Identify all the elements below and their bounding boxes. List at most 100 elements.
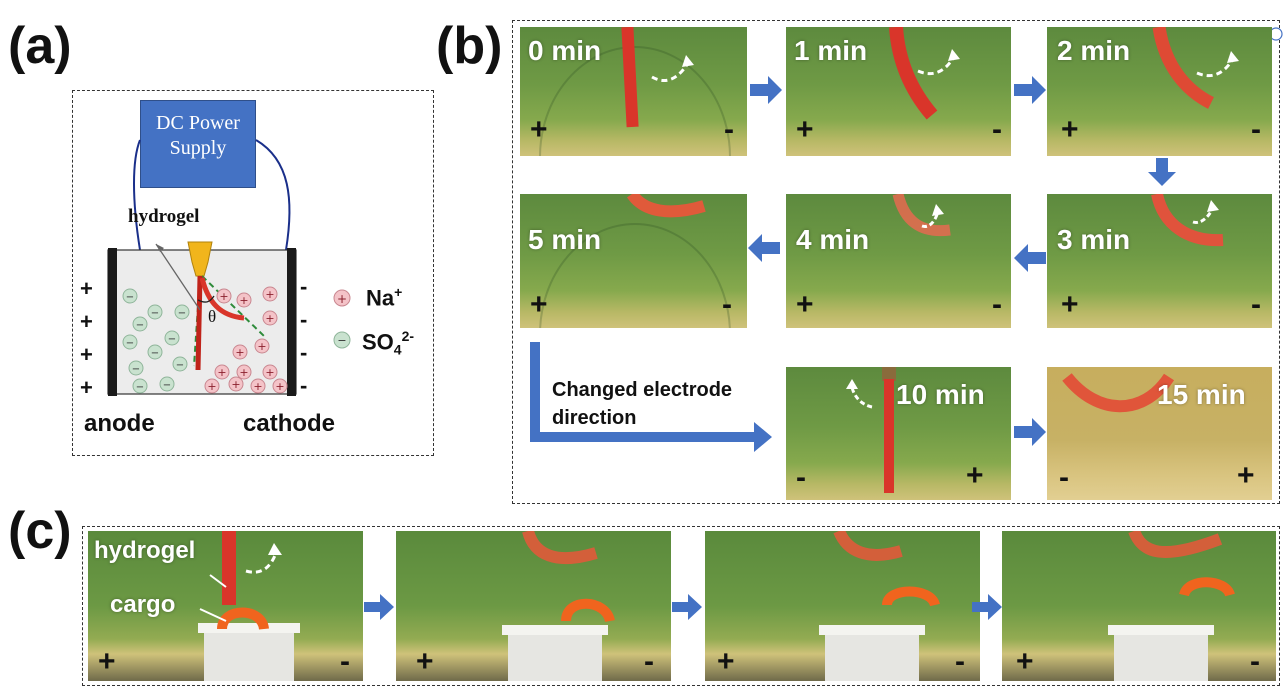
frame-right-sign: -	[1251, 288, 1261, 321]
frame-2min: 2 min + -	[1047, 27, 1272, 156]
bent-reference-line	[201, 275, 265, 337]
frame-time-label: 10 min	[896, 379, 985, 410]
cargo-frame-2: + -	[396, 531, 671, 681]
arrow-4-to-5	[748, 234, 780, 262]
svg-text:+: +	[253, 380, 262, 393]
power-supply-line1: DC Power	[156, 112, 240, 134]
panel-b-arrows	[530, 76, 1176, 452]
svg-text:+: +	[275, 380, 284, 393]
frame-left-sign: +	[796, 113, 814, 146]
svg-text:−: −	[178, 308, 186, 319]
hydrogel-label-a: hydrogel	[128, 206, 200, 227]
cathode-label: cathode	[243, 410, 336, 437]
svg-text:+: +	[265, 288, 274, 301]
panel-b-box	[512, 20, 1280, 504]
svg-text:−: −	[151, 348, 159, 359]
frame-right-sign: -	[724, 113, 734, 146]
power-supply-line2: Supply	[169, 137, 227, 159]
legend-na-sign: +	[337, 292, 347, 306]
dc-power-supply-box: DC Power Supply	[140, 100, 256, 188]
arrow-1-to-2	[1014, 76, 1046, 104]
cathode-electrode	[287, 248, 296, 396]
cathode-signs: ----	[300, 274, 308, 398]
frame-time-label: 0 min	[528, 35, 602, 66]
frame-time-label: 4 min	[796, 224, 870, 255]
svg-text:−: −	[126, 338, 134, 349]
frame-right-sign: +	[1237, 459, 1255, 492]
arrow-0-to-1	[750, 76, 782, 104]
panel-b-label: (b)	[436, 17, 503, 75]
svg-text:+: +	[231, 378, 240, 391]
svg-text:+: +	[207, 380, 216, 393]
frame-1min: 1 min + -	[786, 27, 1011, 156]
svg-text:+: +	[265, 312, 274, 325]
sulfate-ions	[122, 288, 190, 394]
frame-right-sign: -	[992, 288, 1002, 321]
legend-so4-label: SO42-	[362, 328, 415, 358]
frame-left-sign: -	[796, 461, 806, 494]
theta-label: θ	[208, 307, 217, 326]
frame-right-sign: -	[955, 645, 965, 678]
legend-na-ion	[333, 289, 351, 307]
svg-text:−: −	[126, 292, 134, 303]
svg-text:+: +	[239, 294, 248, 307]
frame-right-sign: -	[340, 645, 350, 678]
cargo-arrow-2	[672, 594, 702, 620]
svg-text:−: −	[132, 364, 140, 375]
hydrogel-clamp	[187, 241, 213, 277]
legend-so4-ion	[333, 331, 351, 349]
cargo-frame-4: + -	[1002, 531, 1276, 681]
panel-a-label: (a)	[8, 17, 72, 75]
svg-text:−: −	[136, 382, 144, 393]
direction-arrow-horizontal	[530, 422, 772, 452]
cargo-frame-1: hydrogel cargo + -	[88, 531, 363, 681]
changed-direction-label: Changed electrode direction	[552, 379, 733, 429]
frame-left-sign: +	[1016, 645, 1034, 678]
frame-left-sign: +	[98, 645, 116, 678]
frame-left-sign: +	[717, 645, 735, 678]
hydrogel-label-c: hydrogel	[94, 537, 196, 564]
arrow-10-to-15	[1014, 418, 1046, 446]
frame-10min: 10 min - +	[786, 367, 1011, 500]
frame-5min: 5 min + -	[520, 194, 747, 328]
cargo-frame-3: + -	[705, 531, 980, 681]
sodium-ion-signs: +++ +++ +++ +++ +	[207, 288, 284, 393]
frame-left-sign: +	[1061, 113, 1079, 146]
anode-wire	[133, 139, 141, 251]
svg-text:+: +	[217, 366, 226, 379]
frame-3min: 3 min + -	[1047, 194, 1272, 328]
panel-c-box	[82, 526, 1280, 686]
frame-right-sign: -	[722, 288, 732, 321]
svg-text:+: +	[239, 366, 248, 379]
anode-signs: ++++	[80, 276, 93, 400]
electrolysis-diagram: −−− −−− −−− −− +++ +++ +++ +++ + + −	[107, 139, 351, 396]
hydrogel-bent	[199, 277, 245, 321]
svg-text:−: −	[151, 308, 159, 319]
cathode-wire	[255, 139, 291, 251]
angle-arc	[197, 295, 215, 303]
sodium-ions	[204, 286, 288, 394]
frame-left-sign: +	[530, 113, 548, 146]
frame-left-sign: +	[416, 645, 434, 678]
pointer-arrowhead	[156, 244, 164, 252]
frame-right-sign: -	[992, 113, 1002, 146]
legend-na-label: Na+	[366, 284, 403, 311]
frame-left-sign: +	[796, 288, 814, 321]
svg-text:+: +	[219, 290, 228, 303]
panel-c-label: (c)	[8, 502, 72, 560]
anode-label: anode	[84, 410, 155, 437]
frame-right-sign: -	[1251, 113, 1261, 146]
svg-text:−: −	[136, 320, 144, 331]
anode-electrode	[108, 248, 117, 396]
frame-time-label: 2 min	[1057, 35, 1131, 66]
cargo-label: cargo	[110, 591, 176, 618]
frame-left-sign: +	[1061, 288, 1079, 321]
frame-right-sign: +	[966, 459, 984, 492]
frame-0min: 0 min + -	[520, 27, 747, 156]
cargo-arrow-3	[972, 594, 1002, 620]
arrow-3-to-4	[1014, 244, 1046, 272]
frame-right-sign: -	[1250, 645, 1260, 678]
hydrogel-initial	[195, 275, 203, 371]
frame-time-label: 15 min	[1157, 379, 1246, 410]
svg-text:−: −	[163, 380, 171, 391]
